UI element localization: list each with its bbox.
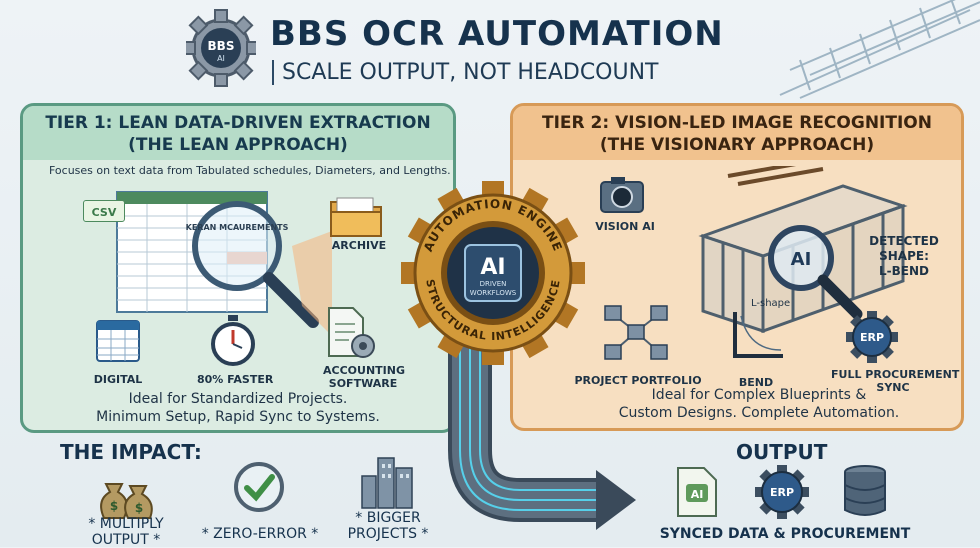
portfolio-label: PROJECT PORTFOLIO bbox=[574, 374, 702, 387]
impact-item-bigger: * BIGGER PROJECTS * bbox=[318, 510, 458, 542]
vision-label: VISION AI bbox=[595, 220, 655, 233]
accounting-line2: SOFTWARE bbox=[328, 377, 398, 390]
tier2-panel: TIER 2: VISION-LED IMAGE RECOGNITION (TH… bbox=[510, 103, 964, 431]
money-symbol-1: $ bbox=[110, 499, 118, 513]
impact-item-multiply: * MULTIPLY OUTPUT * bbox=[46, 516, 206, 548]
output-heading: OUTPUT bbox=[736, 440, 828, 464]
procurement-line1: FULL PROCUREMENT bbox=[831, 368, 960, 381]
tier1-title-line1: TIER 1: LEAN DATA-DRIVEN EXTRACTION bbox=[45, 113, 431, 133]
impact-item-bigger-line2: PROJECTS * bbox=[347, 526, 429, 542]
tier2-ideal-line1: Ideal for Complex Blueprints & bbox=[651, 387, 867, 403]
detected-shape-label: DETECTED SHAPE: L-BEND bbox=[849, 234, 959, 279]
erp-gear-icon: ERP bbox=[846, 311, 898, 363]
output-erp-text: ERP bbox=[770, 486, 794, 499]
impact-heading: THE IMPACT: bbox=[60, 440, 202, 464]
impact-item-multiply-line1: * MULTIPLY bbox=[88, 516, 164, 532]
engine-chip-sub2: WORKFLOWS bbox=[470, 289, 517, 297]
output-caption: SYNCED DATA & PROCUREMENT bbox=[659, 526, 911, 542]
tier1-description: Focuses on text data from Tabulated sche… bbox=[49, 164, 451, 177]
detected-line3: L-BEND bbox=[879, 264, 929, 278]
tier2-title: TIER 2: VISION-LED IMAGE RECOGNITION (TH… bbox=[513, 112, 961, 156]
lens-text: AI bbox=[791, 249, 812, 270]
output-doc-text: AI bbox=[691, 488, 704, 501]
tier1-header-band bbox=[23, 106, 453, 160]
check-circle-icon bbox=[234, 462, 284, 512]
spreadsheet-magnifier-icon: KERAN MCAUREMENTS bbox=[116, 191, 332, 336]
header: BBS AI BBS OCR AUTOMATION SCALE OUTPUT, … bbox=[0, 0, 980, 100]
impact-item-bigger-line1: * BIGGER bbox=[355, 510, 421, 526]
sheet-header: KERAN MCAUREMENTS bbox=[186, 223, 289, 232]
tier2-ideal-line2: Custom Designs. Complete Automation. bbox=[618, 405, 900, 421]
tier1-panel: TIER 1: LEAN DATA-DRIVEN EXTRACTION (THE… bbox=[20, 103, 456, 433]
page-title: BBS OCR AUTOMATION bbox=[270, 14, 724, 54]
tier1-ideal: Ideal for Standardized Projects. Minimum… bbox=[63, 390, 413, 426]
digital-table-icon bbox=[96, 320, 140, 362]
stopwatch-icon bbox=[211, 315, 255, 366]
faster-label: 80% FASTER bbox=[197, 373, 274, 386]
project-portfolio-network-icon bbox=[604, 305, 668, 360]
lshape-label: L-shape bbox=[751, 298, 791, 309]
detected-line2: SHAPE: bbox=[879, 249, 929, 263]
automation-engine-gear-icon: AUTOMATION ENGINE STRUCTURAL INTELLIGENC… bbox=[401, 181, 585, 365]
money-symbol-2: $ bbox=[135, 501, 143, 515]
impact-item-zero-error: * ZERO-ERROR * bbox=[201, 526, 319, 542]
archive-label: ARCHIVE bbox=[331, 239, 387, 252]
erp-gear-text: ERP bbox=[860, 331, 884, 344]
tier1-title: TIER 1: LEAN DATA-DRIVEN EXTRACTION (THE… bbox=[23, 112, 453, 156]
tier2-ideal: Ideal for Complex Blueprints & Custom De… bbox=[599, 386, 919, 422]
digital-label: DIGITAL bbox=[93, 373, 143, 386]
tier1-ideal-line2: Minimum Setup, Rapid Sync to Systems. bbox=[96, 409, 380, 425]
output-erp-gear-icon: ERP bbox=[755, 465, 809, 519]
impact-item-multiply-line2: OUTPUT * bbox=[91, 532, 161, 548]
badge-sub: AI bbox=[217, 54, 225, 63]
page-subtitle: SCALE OUTPUT, NOT HEADCOUNT bbox=[272, 60, 659, 85]
accounting-line1: ACCOUNTING bbox=[323, 364, 405, 377]
bbs-gear-badge-icon: BBS AI bbox=[186, 9, 256, 87]
badge-text: BBS bbox=[208, 39, 235, 53]
tier2-title-line2: (THE VISIONARY APPROACH) bbox=[599, 135, 875, 155]
rebar-cage-3d-icon bbox=[698, 166, 908, 334]
money-bags-icon: $ $ bbox=[100, 483, 153, 519]
circuit-flow-arrow-icon bbox=[448, 330, 636, 530]
archive-folder-icon bbox=[330, 197, 382, 237]
ai-magnifier-icon: AI bbox=[768, 225, 863, 320]
accounting-label: ACCOUNTING SOFTWARE bbox=[323, 364, 405, 390]
engine-chip-main: AI bbox=[480, 255, 505, 280]
tier1-ideal-line1: Ideal for Standardized Projects. bbox=[128, 391, 348, 407]
accounting-software-icon bbox=[328, 307, 375, 358]
city-buildings-icon bbox=[361, 457, 413, 509]
procurement-line2: SYNC bbox=[876, 381, 910, 394]
ai-document-icon: AI bbox=[677, 467, 717, 517]
rebar-cage-sketch-icon bbox=[779, 0, 980, 99]
camera-icon bbox=[600, 177, 644, 213]
tier2-header-band bbox=[513, 106, 961, 160]
engine-chip-sub1: DRIVEN bbox=[480, 280, 507, 288]
bend-label: BEND bbox=[738, 376, 774, 389]
database-icon bbox=[844, 465, 886, 516]
detected-line1: DETECTED bbox=[869, 234, 939, 248]
tier1-title-line2: (THE LEAN APPROACH) bbox=[128, 135, 348, 155]
csv-label: CSV bbox=[91, 206, 117, 219]
bend-graph-icon bbox=[733, 312, 783, 358]
csv-badge: CSV bbox=[83, 200, 125, 222]
procurement-label: FULL PROCUREMENT SYNC bbox=[831, 368, 960, 394]
tier2-title-line1: TIER 2: VISION-LED IMAGE RECOGNITION bbox=[542, 113, 932, 133]
